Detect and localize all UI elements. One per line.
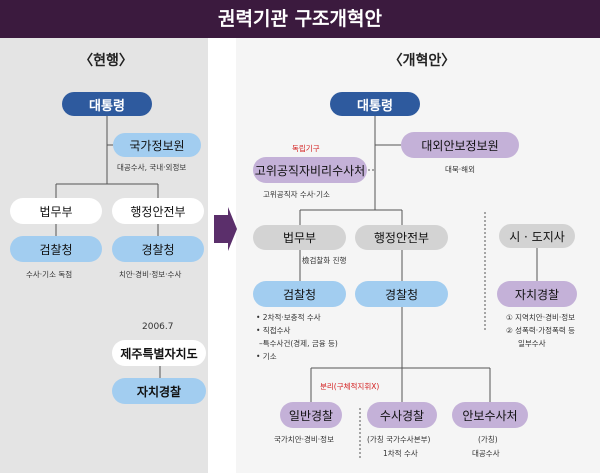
current-nis-note: 대공수사, 국내·외정보 [117, 163, 187, 172]
reform-cio: 고위공직자비리수사처 [253, 157, 367, 183]
current-prosecution: 검찰청 [10, 236, 102, 262]
page-title: 권력기관 구조개혁안 [218, 8, 382, 30]
reform-nis: 대외안보정보원 [401, 132, 519, 158]
security-investigation-note-1: (가칭) [478, 435, 498, 444]
reform-prosecution: 검찰청 [253, 281, 346, 307]
reform-local-police: 자치경찰 [497, 281, 577, 307]
reform-city: 시 · 도지사 [499, 224, 575, 248]
current-label: 〈현행〉 [79, 53, 133, 69]
current-prosecution-note: 수사·기소 독점 [26, 270, 73, 279]
general-police-note: 국가치안·경비·정보 [274, 435, 334, 444]
prosecution-note-4: • 기소 [256, 352, 277, 361]
reform-interior: 행정안전부 [355, 225, 448, 250]
investigation-police: 수사경찰 [367, 402, 437, 428]
prosecution-note-3: –특수사건(경제, 금융 등) [259, 339, 338, 348]
reform-label: 〈개혁안〉 [388, 53, 456, 69]
reform-nis-note: 대북·해외 [445, 165, 475, 174]
reform-justice: 법무부 [253, 225, 346, 250]
current-police-note: 치안·경비·정보·수사 [119, 270, 182, 279]
title-bar: 권력기관 구조개혁안 [0, 0, 600, 38]
prosecution-note-2: • 직접수사 [256, 326, 291, 335]
current-jeju-police: 자치경찰 [112, 378, 206, 404]
arrow-icon [214, 207, 237, 251]
current-interior: 행정안전부 [112, 198, 204, 224]
current-justice: 법무부 [10, 198, 102, 224]
current-president: 대통령 [62, 92, 152, 116]
independent-label: 독립기구 [292, 144, 320, 153]
reform-police: 경찰청 [355, 281, 448, 307]
separation-label: 분리(구체적지휘X) [320, 382, 380, 391]
security-investigation-note-2: 대공수사 [472, 449, 500, 458]
reform-cio-note: 고위공직자 수사·기소 [263, 190, 330, 199]
local-police-note-3: 일부수사 [518, 339, 546, 348]
current-police: 경찰청 [112, 236, 204, 262]
prosecution-link-note: 檢검찰화 진행 [302, 256, 347, 265]
security-investigation: 안보수사처 [452, 402, 528, 428]
local-police-note-2: ② 성폭력·가정폭력 등 [506, 326, 576, 335]
investigation-police-note-2: 1차적 수사 [383, 449, 418, 458]
prosecution-note-1: • 2차적·보충적 수사 [256, 313, 321, 322]
current-nis: 국가정보원 [113, 133, 201, 157]
general-police: 일반경찰 [280, 402, 342, 428]
local-police-note-1: ① 지역치안·경비·정보 [506, 313, 576, 322]
reform-president: 대통령 [330, 92, 420, 116]
current-year: 2006.7 [142, 322, 174, 332]
investigation-police-note-1: (가칭 국가수사본부) [367, 435, 431, 444]
current-jeju: 제주특별자치도 [112, 340, 206, 366]
